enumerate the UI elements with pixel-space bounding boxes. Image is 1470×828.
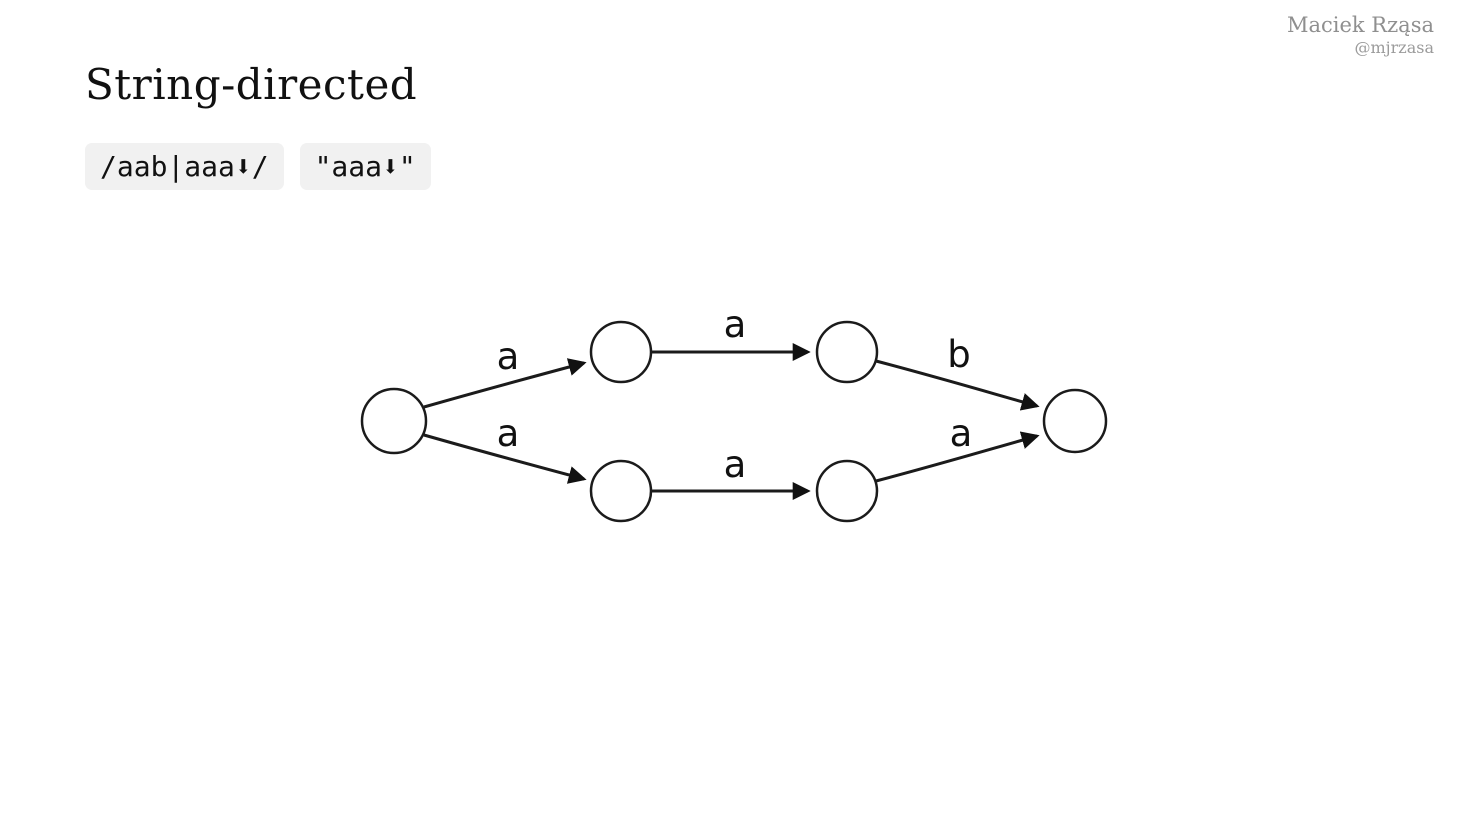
state-node-bottom-2 xyxy=(815,459,879,523)
code-badges: /aab|aaa⬇/ "aaa⬇" xyxy=(85,143,431,190)
edge-label-top-accept: b xyxy=(947,333,971,376)
edge-label-bottom-mid: a xyxy=(724,443,747,486)
state-node-top-1 xyxy=(589,320,653,384)
edge-top2-to-accept xyxy=(875,359,1040,411)
slide-title: String-directed xyxy=(85,60,418,109)
input-string-badge: "aaa⬇" xyxy=(299,143,431,190)
author-handle: @mjrzasa xyxy=(1354,38,1435,58)
state-node-accept xyxy=(1042,388,1108,454)
edge-start-to-top1 xyxy=(423,358,587,409)
edge-label-top-mid: a xyxy=(724,303,747,346)
author-attribution: Maciek Rząsa @mjrzasa xyxy=(1287,12,1434,58)
edge-start-to-bottom1 xyxy=(423,433,587,484)
state-node-start xyxy=(360,387,428,455)
state-node-bottom-1 xyxy=(589,459,653,523)
regex-pattern-badge: /aab|aaa⬇/ xyxy=(85,143,284,190)
edge-label-start-top: a xyxy=(497,335,520,378)
edge-bottom2-to-accept xyxy=(875,431,1040,483)
edge-label-bottom-accept: a xyxy=(950,412,973,455)
state-node-top-2 xyxy=(815,320,879,384)
edge-label-start-bottom: a xyxy=(497,412,520,455)
author-name: Maciek Rząsa xyxy=(1286,13,1434,37)
